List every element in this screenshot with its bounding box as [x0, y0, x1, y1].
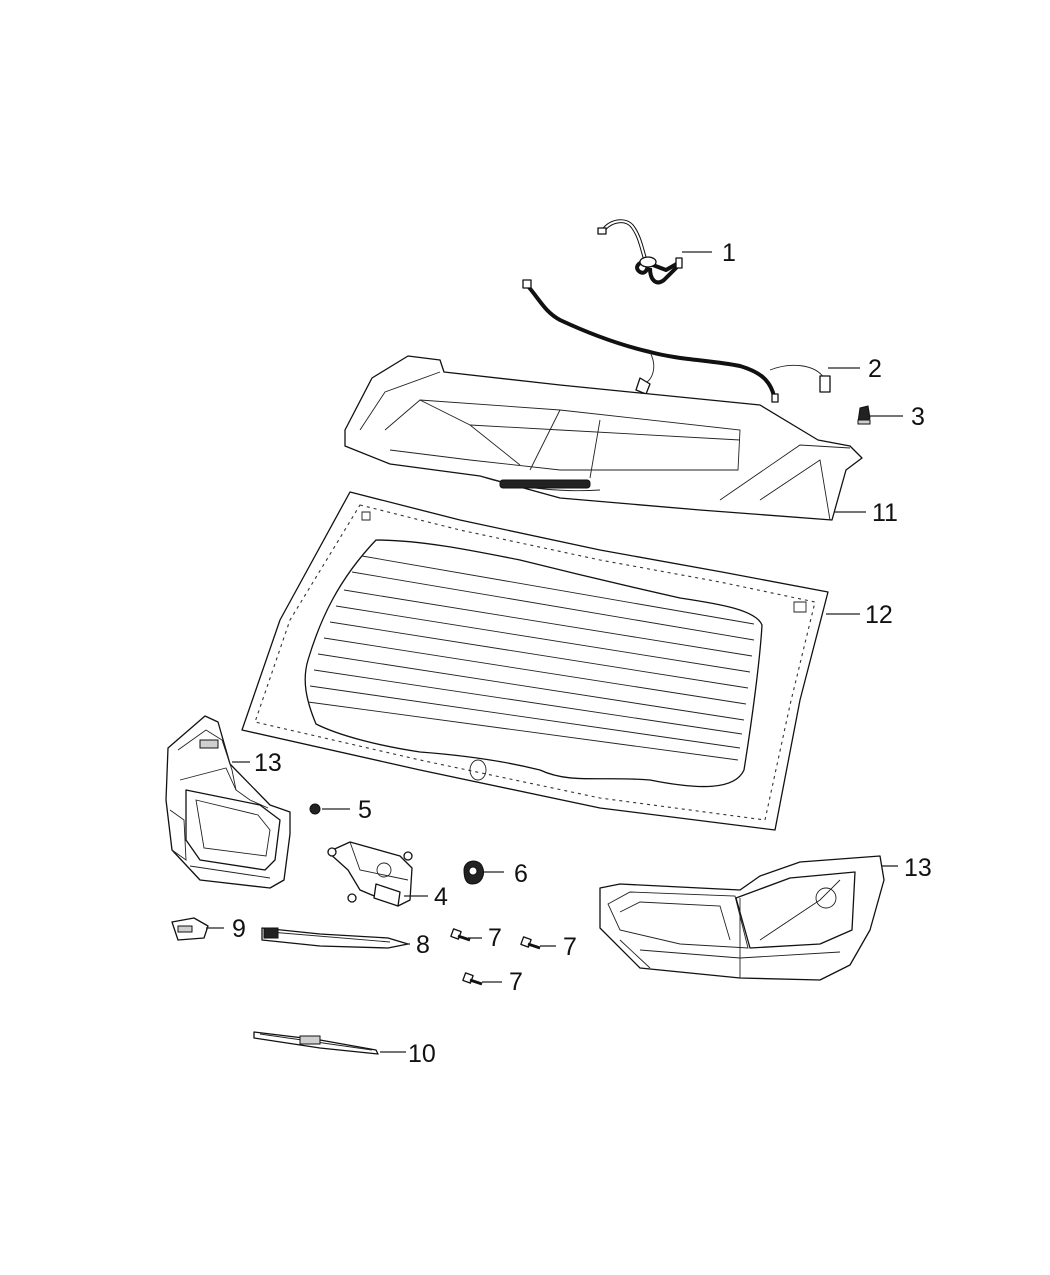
callout-6: 6: [514, 860, 528, 888]
part-11-spoiler: [344, 355, 863, 521]
callout-3: 3: [911, 403, 925, 431]
callout-4: 4: [434, 883, 448, 911]
part-7-bolt-a: [450, 928, 471, 942]
part-5-nut: [309, 803, 321, 815]
callout-labels: 1 2 3 4 5 6 7 7 7 8 9 10 11 12 13 13: [232, 239, 932, 1068]
callout-13-a: 13: [254, 749, 282, 777]
part-12-rear-glass: [241, 491, 829, 831]
part-8-wiper-arm: [261, 927, 409, 949]
part-3-clip: [857, 405, 871, 425]
part-1-wire-harness: [597, 219, 683, 285]
part-4-wiper-motor: [327, 841, 413, 907]
part-2-wire-harness: [522, 279, 831, 403]
part-13-tail-lamp-right: [599, 855, 885, 981]
callout-11: 11: [872, 499, 898, 527]
part-6-cap: [463, 860, 485, 885]
callout-1: 1: [722, 239, 736, 267]
callout-13-b: 13: [904, 854, 932, 882]
part-13-tail-lamp-left: [165, 715, 291, 889]
leader-lines: [206, 251, 903, 1053]
callout-12: 12: [865, 601, 893, 629]
part-9-wiper-cap: [171, 917, 209, 941]
part-7-bolt-b: [520, 936, 541, 950]
callout-10: 10: [408, 1040, 436, 1068]
callout-9: 9: [232, 915, 246, 943]
callout-5: 5: [358, 796, 372, 824]
callout-2: 2: [868, 355, 882, 383]
callout-7-a: 7: [488, 924, 502, 952]
part-7-bolt-c: [462, 972, 483, 986]
callout-7-c: 7: [509, 968, 523, 996]
callout-8: 8: [416, 931, 430, 959]
callout-7-b: 7: [563, 933, 577, 961]
part-10-wiper-blade: [253, 1031, 379, 1055]
